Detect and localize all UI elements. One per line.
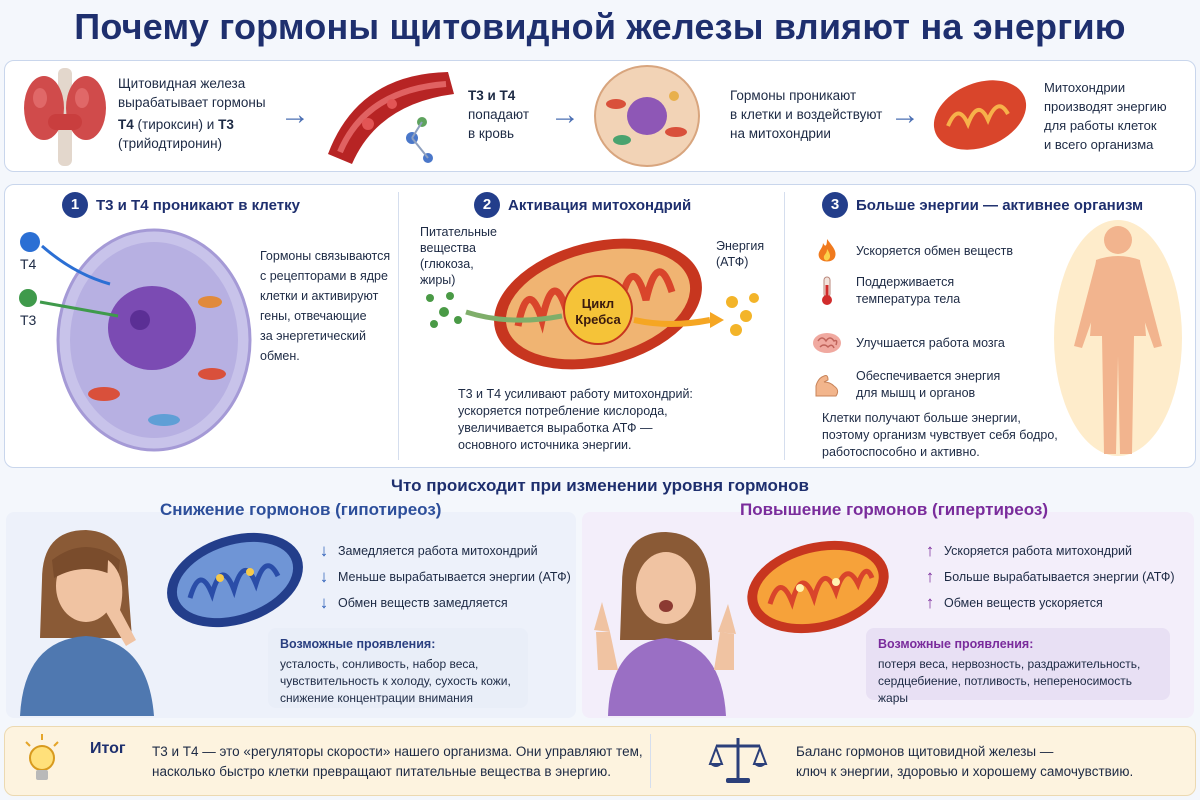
hypo-row: ↓Замедляется работа митохондрий	[319, 541, 538, 560]
hypo-row: ↓Меньше вырабатывается энергии (АТФ)	[319, 567, 571, 586]
benefit-metabolism: Ускоряется обмен веществ	[812, 236, 1013, 266]
flow-arrow-2: →	[550, 98, 580, 131]
mitochondrion-icon	[933, 80, 1027, 150]
flame-icon	[812, 236, 842, 266]
flow-step-1-text: Щитовидная железа вырабатывает гормоны Т…	[118, 76, 266, 151]
mitochondrion-diagram	[426, 238, 759, 370]
section-1-number: 1	[62, 192, 88, 218]
hypo-symptoms-box: Возможные проявления: усталость, сонливо…	[268, 628, 528, 708]
section-1-title: Т3 и Т4 проникают в клетку	[96, 196, 300, 214]
section-1-text: Гормоны связываются с рецепторами в ядре…	[260, 249, 391, 363]
scales-icon	[708, 738, 768, 783]
flow-step-3-text: Гормоны проникают в клетки и воздействую…	[730, 88, 883, 141]
thyroid-icon	[24, 68, 106, 166]
arrow-up-icon: ↑	[925, 567, 935, 586]
summary-text: Т3 и Т4 — это «регуляторы скорости» наше…	[152, 744, 643, 779]
label-t4: Т4	[20, 256, 37, 272]
balance-text: Баланс гормонов щитовидной железы — ключ…	[796, 744, 1134, 779]
energy-label: Энергия (АТФ)	[716, 239, 765, 269]
cell-diagram	[19, 228, 252, 452]
section-3-text: Клетки получают больше энергии, поэтому …	[822, 411, 1058, 459]
arrow-down-icon: ↓	[319, 567, 329, 586]
section-2-text: Т3 и Т4 усиливают работу митохондрий: ус…	[458, 387, 693, 452]
hyper-title: Повышение гормонов (гипертиреоз)	[740, 500, 1049, 519]
section-3-title: Больше энергии — активнее организм	[856, 196, 1144, 214]
summary-label: Итог	[90, 740, 126, 757]
tired-woman-illustration	[20, 530, 154, 716]
arrow-down-icon: ↓	[319, 541, 329, 560]
flow-step-4-text: Митохондрии производят энергию для работ…	[1044, 80, 1167, 152]
summary-divider	[650, 734, 651, 788]
flow-arrow-3: →	[890, 98, 920, 131]
flow-step-2-text: Т3 и Т4 попадают в кровь	[468, 88, 530, 141]
arrow-down-icon: ↓	[319, 593, 329, 612]
summary-panel	[4, 726, 1196, 796]
hyper-mitochondrion-icon	[747, 540, 889, 634]
brain-icon	[812, 328, 842, 358]
anxious-woman-illustration	[594, 532, 736, 716]
arrow-up-icon: ↑	[925, 593, 935, 612]
section-3-number: 3	[822, 192, 848, 218]
hypo-mitochondrion-icon	[167, 532, 303, 628]
hypo-row: ↓Обмен веществ замедляется	[319, 593, 508, 612]
page-title: Почему гормоны щитовидной железы влияют …	[74, 6, 1126, 47]
human-figure-icon	[1054, 220, 1182, 456]
benefit-brain: Улучшается работа мозга	[812, 328, 1005, 358]
label-t3: Т3	[20, 312, 37, 328]
section-divider-1	[398, 192, 399, 460]
section-2-header: 2 Активация митохондрий	[474, 192, 691, 218]
hyper-row: ↑Ускоряется работа митохондрий	[925, 541, 1133, 560]
hyper-row: ↑Больше вырабатывается энергии (АТФ)	[925, 567, 1175, 586]
lightbulb-icon	[25, 734, 59, 780]
flow-arrow-1: →	[280, 98, 310, 131]
section-2-title: Активация митохондрий	[508, 196, 692, 214]
hyper-row: ↑Обмен веществ ускоряется	[925, 593, 1103, 612]
changes-heading: Что происходит при изменении уровня горм…	[391, 476, 809, 495]
hyper-symptoms-box: Возможные проявления: потеря веса, нерво…	[866, 628, 1170, 705]
section-3-header: 3 Больше энергии — активнее организм	[822, 192, 1143, 218]
cell-icon	[594, 65, 700, 167]
krebs-cycle-label: Цикл Кребса	[575, 296, 621, 327]
section-1-header: 1 Т3 и Т4 проникают в клетку	[62, 192, 300, 218]
hypo-title: Снижение гормонов (гипотиреоз)	[160, 500, 442, 519]
muscle-icon	[812, 370, 842, 400]
blood-vessel-icon	[328, 72, 454, 164]
nutrients-label: Питательные вещества (глюкоза, жиры)	[420, 225, 497, 287]
arrow-up-icon: ↑	[925, 541, 935, 560]
section-divider-2	[784, 192, 785, 460]
hyper-rows: ↑Ускоряется работа митохондрий ↑Больше в…	[924, 542, 1175, 612]
hypo-rows: ↓Замедляется работа митохондрий ↓Меньше …	[318, 542, 571, 612]
section-2-number: 2	[474, 192, 500, 218]
thermometer-icon	[812, 276, 842, 306]
